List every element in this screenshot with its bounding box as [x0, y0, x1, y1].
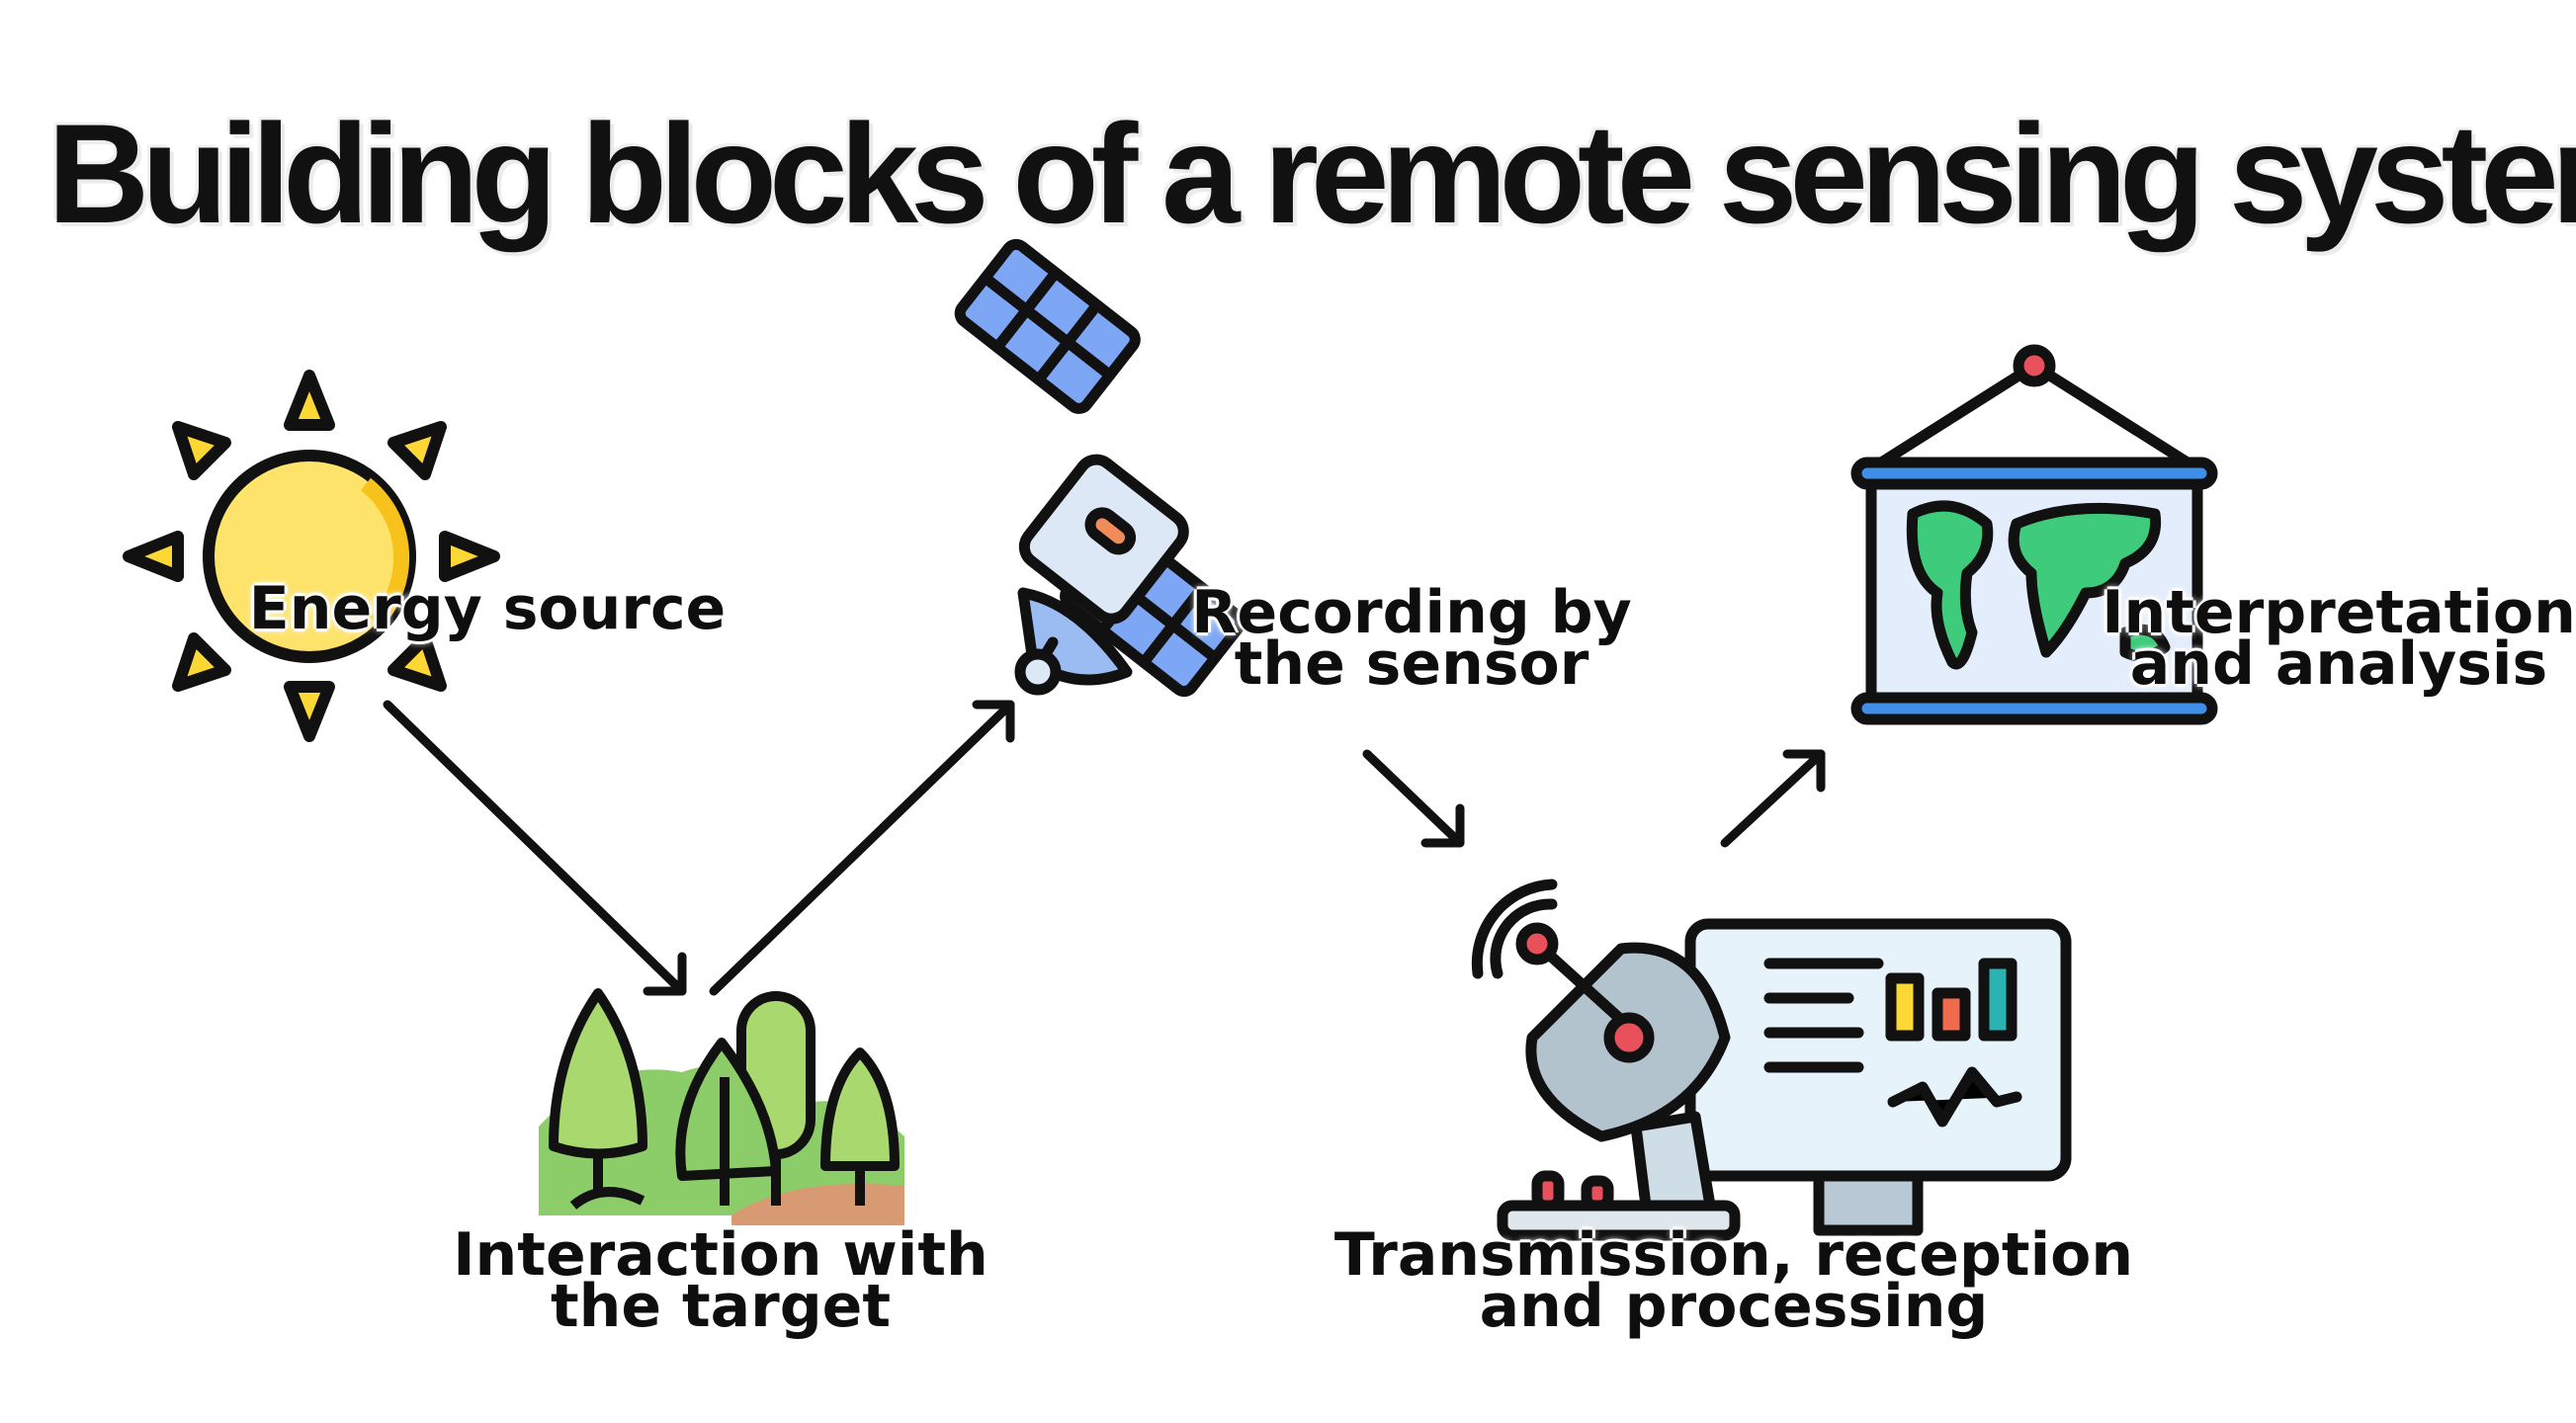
arrow-transmission-to-interpretation [1720, 749, 1826, 848]
node-label-recording: Recording by the sensor [1191, 578, 1632, 699]
arrow-energy-to-interaction [383, 700, 687, 996]
ground-station-icon [1471, 879, 2072, 1241]
page-title: Building blocks of a remote sensing syst… [47, 96, 2576, 253]
label-line: Transmission, reception [1333, 1220, 2134, 1290]
node-label-interpretation: Interpretation and analysis [2102, 578, 2576, 699]
label-line: the target [550, 1272, 892, 1341]
label-line: Recording by [1191, 578, 1632, 647]
label-line: the sensor [1234, 629, 1589, 699]
label-line: Interaction with [453, 1220, 988, 1290]
arrow-recording-to-transmission [1362, 749, 1465, 848]
label-line: and processing [1479, 1272, 1989, 1341]
forest-icon [539, 988, 904, 1225]
node-label-transmission: Transmission, reception and processing [1333, 1220, 2134, 1341]
node-label-energy-source: Energy source [248, 574, 727, 643]
world-map-icon [1850, 344, 2218, 725]
flow-arrows [383, 700, 1826, 996]
label-line: Energy source [248, 574, 727, 643]
satellite-icon [954, 238, 1246, 698]
sun-icon [123, 370, 500, 742]
node-label-interaction: Interaction with the target [453, 1220, 988, 1341]
label-line: and analysis [2129, 629, 2548, 699]
label-line: Interpretation [2102, 578, 2576, 647]
arrow-interaction-to-recording [709, 700, 1015, 996]
